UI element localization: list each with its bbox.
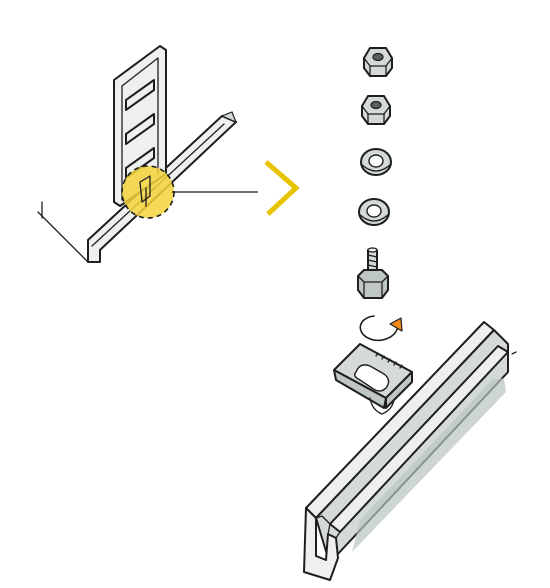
flat-washer [360,148,392,176]
exploded-parts [303,47,517,581]
detail-highlight-circle [121,165,175,219]
overview-assembly [37,45,300,263]
strut-channel [303,321,517,581]
hex-nut [363,47,393,77]
rotate-clockwise-icon [359,315,403,342]
flat-washer [358,198,390,226]
floor-line [37,211,89,263]
hex-nut [361,95,391,125]
hex-bolt [357,247,389,299]
chevron-right-icon [264,160,300,216]
channel-clip [333,343,413,415]
